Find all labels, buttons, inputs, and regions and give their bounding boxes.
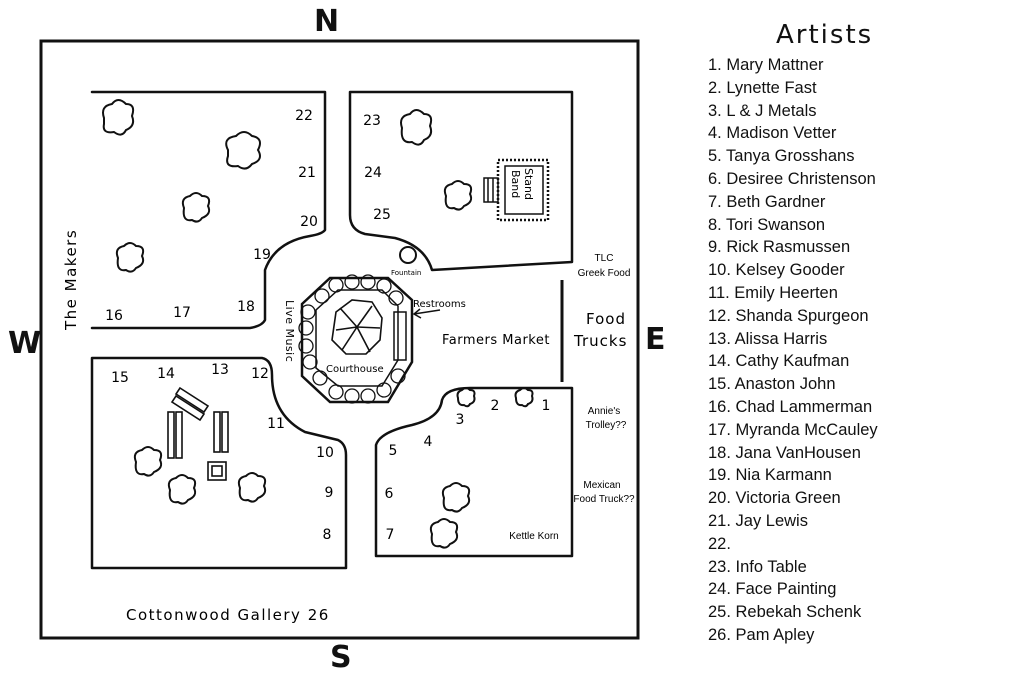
- booth-number: 13: [211, 362, 229, 378]
- booth-number: 1: [542, 398, 551, 414]
- se-block: [374, 386, 574, 558]
- booth-number: 23: [363, 113, 381, 129]
- artist-item: 7. Beth Gardner: [708, 192, 826, 211]
- artist-item: 9. Rick Rasmussen: [708, 238, 851, 257]
- compass-west: W: [8, 326, 42, 361]
- mexican-label-2: Food Truck??: [573, 494, 635, 505]
- artist-item: 18. Jana VanHousen: [708, 443, 861, 462]
- booth-number: 14: [157, 366, 175, 382]
- fountain-icon: [399, 246, 417, 264]
- booth-number: 24: [364, 165, 382, 181]
- booth-number: 11: [267, 416, 285, 432]
- artist-item: 11. Emily Heerten: [708, 283, 838, 302]
- band-stand-label-2: Stand: [522, 168, 535, 200]
- artist-item: 14. Cathy Kaufman: [708, 352, 850, 371]
- artists-panel: Artists 1. Mary Mattner 2. Lynette Fast …: [700, 20, 1020, 647]
- the-makers-label: The Makers: [62, 229, 80, 331]
- compass-south: S: [330, 640, 352, 675]
- tlc-label-1: TLC: [595, 253, 614, 264]
- courthouse-square: [298, 274, 414, 404]
- artist-item: 3. L & J Metals: [708, 101, 817, 120]
- artist-item: 23. Info Table: [708, 557, 807, 576]
- booth-number: 3: [456, 412, 465, 428]
- food-trucks-label-2: Trucks: [573, 332, 627, 350]
- artist-item: 16. Chad Lammerman: [708, 397, 873, 416]
- compass-east: E: [645, 322, 666, 357]
- park-benches: [167, 386, 229, 481]
- mexican-label-1: Mexican: [583, 480, 620, 491]
- booth-number: 25: [373, 207, 391, 223]
- booth-number: 6: [385, 486, 394, 502]
- booth-number: 22: [295, 108, 313, 124]
- compass-north: N: [314, 4, 340, 39]
- artist-item: 19. Nia Karmann: [708, 466, 832, 485]
- artist-item: 2. Lynette Fast: [708, 78, 817, 97]
- artists-list: 1. Mary Mattner 2. Lynette Fast 3. L & J…: [700, 54, 1020, 647]
- artist-item: 6. Desiree Christenson: [708, 169, 876, 188]
- artist-item: 8. Tori Swanson: [708, 215, 826, 234]
- ne-block: [348, 90, 574, 272]
- artist-item: 24. Face Painting: [708, 580, 837, 599]
- food-trucks-label-1: Food: [586, 310, 626, 328]
- map-border: [39, 39, 640, 640]
- fountain-label: Fountain: [391, 269, 421, 277]
- booth-number: 7: [386, 527, 395, 543]
- annies-label-1: Annie's: [588, 406, 621, 417]
- nw-block: [90, 90, 327, 330]
- artist-item: 4. Madison Vetter: [708, 124, 837, 143]
- band-stand-icon: [483, 158, 550, 222]
- booth-number: 12: [251, 366, 269, 382]
- artist-item: 13. Alissa Harris: [708, 329, 828, 348]
- booth-number: 5: [389, 443, 398, 459]
- booth-number: 9: [325, 485, 334, 501]
- artist-item: 1. Mary Mattner: [708, 56, 824, 74]
- artist-item: 17. Myranda McCauley: [708, 420, 878, 439]
- booth-number: 10: [316, 445, 334, 461]
- booth-number: 8: [323, 527, 332, 543]
- artist-item: 5. Tanya Grosshans: [708, 147, 855, 166]
- artists-title: Artists: [776, 20, 874, 50]
- farmers-market-label: Farmers Market: [442, 333, 550, 348]
- sw-block: [90, 356, 348, 570]
- artist-item: 25. Rebekah Schenk: [708, 603, 862, 622]
- event-map: The Makers Live Music Courthouse Restroo…: [39, 39, 640, 640]
- booth-number: 17: [173, 305, 191, 321]
- artist-item: 21. Jay Lewis: [708, 511, 808, 530]
- booth-number: 15: [111, 370, 129, 386]
- booth-number: 2: [491, 398, 500, 414]
- artist-item: 15. Anaston John: [708, 375, 836, 394]
- road-outlines: [90, 90, 574, 570]
- artist-item: 20. Victoria Green: [708, 489, 841, 508]
- restroom-arrow: [412, 308, 441, 319]
- kettle-korn-label: Kettle Korn: [509, 531, 558, 542]
- restrooms-label: Restrooms: [413, 299, 466, 310]
- artist-item: 22.: [708, 534, 731, 553]
- booth-number: 19: [253, 247, 271, 263]
- tree-icons: [102, 99, 534, 549]
- booth-number: 4: [424, 434, 433, 450]
- booth-number: 20: [300, 214, 318, 230]
- band-stand-label-1: Band: [509, 170, 522, 198]
- courthouse-label: Courthouse: [326, 364, 384, 375]
- booth-number: 18: [237, 299, 255, 315]
- artist-item: 10. Kelsey Gooder: [708, 261, 845, 280]
- artist-item: 12. Shanda Spurgeon: [708, 306, 869, 325]
- artist-item: 26. Pam Apley: [708, 625, 815, 644]
- annies-label-2: Trolley??: [586, 420, 627, 431]
- footer-label: Cottonwood Gallery 26: [126, 606, 330, 624]
- live-music-label: Live Music: [283, 300, 296, 362]
- booth-number: 21: [298, 165, 316, 181]
- tlc-label-2: Greek Food: [578, 268, 631, 279]
- booth-number: 16: [105, 308, 123, 324]
